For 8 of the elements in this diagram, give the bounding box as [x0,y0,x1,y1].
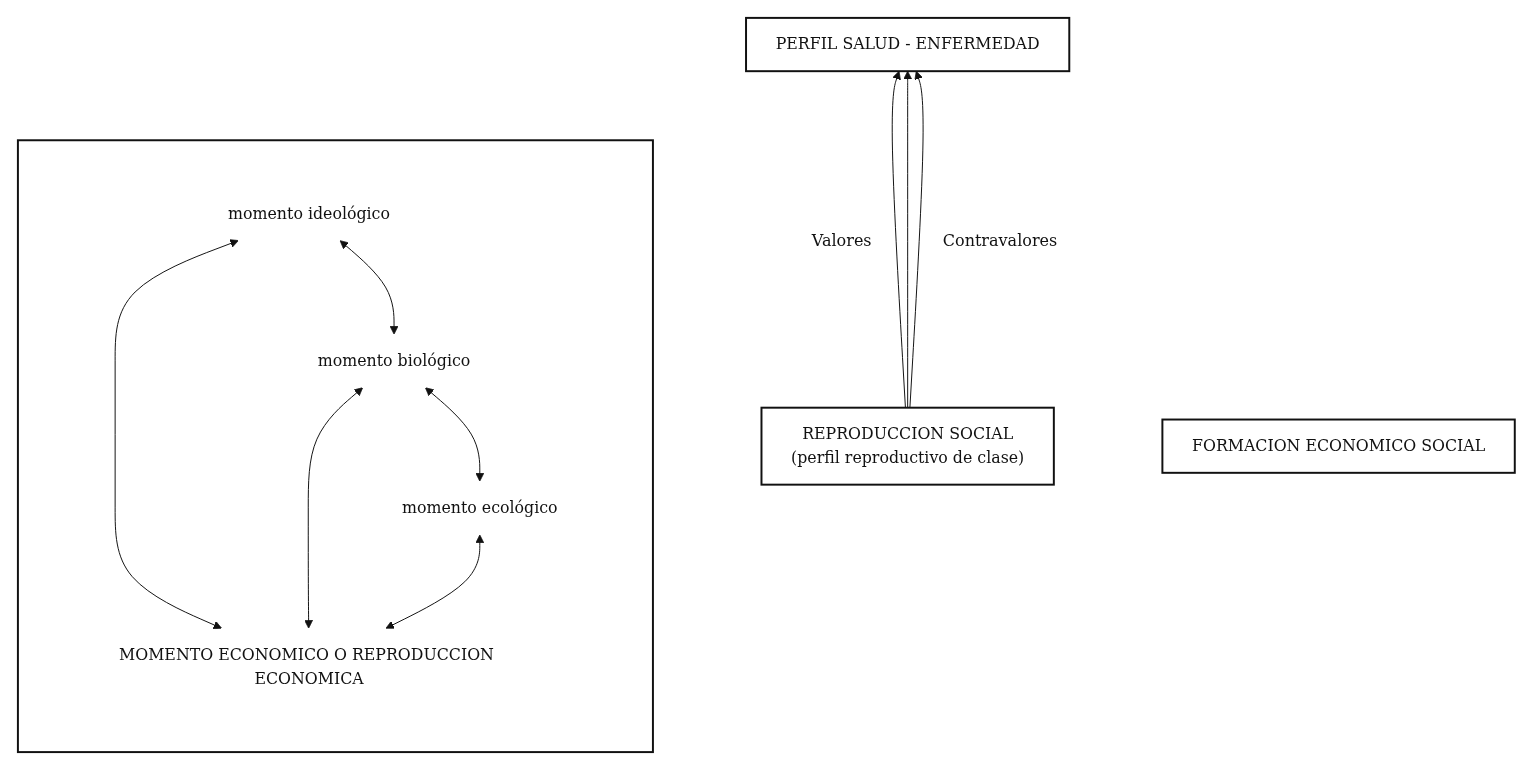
node-box: PERFIL SALUD - ENFERMEDAD [744,16,1070,72]
node-box: FORMACION ECONOMICO SOCIAL [1161,418,1516,474]
node-text: momento ecológico [401,497,558,517]
node-box: REPRODUCCION SOCIAL (perfil reproductivo de clase) [760,406,1055,486]
node-text: momento ideológico [227,203,390,223]
cluster [16,138,654,753]
node-text: momento biológico [317,350,470,370]
node-text: MOMENTO ECONOMICO O REPRODUCCION ECONOMICA [118,644,494,687]
